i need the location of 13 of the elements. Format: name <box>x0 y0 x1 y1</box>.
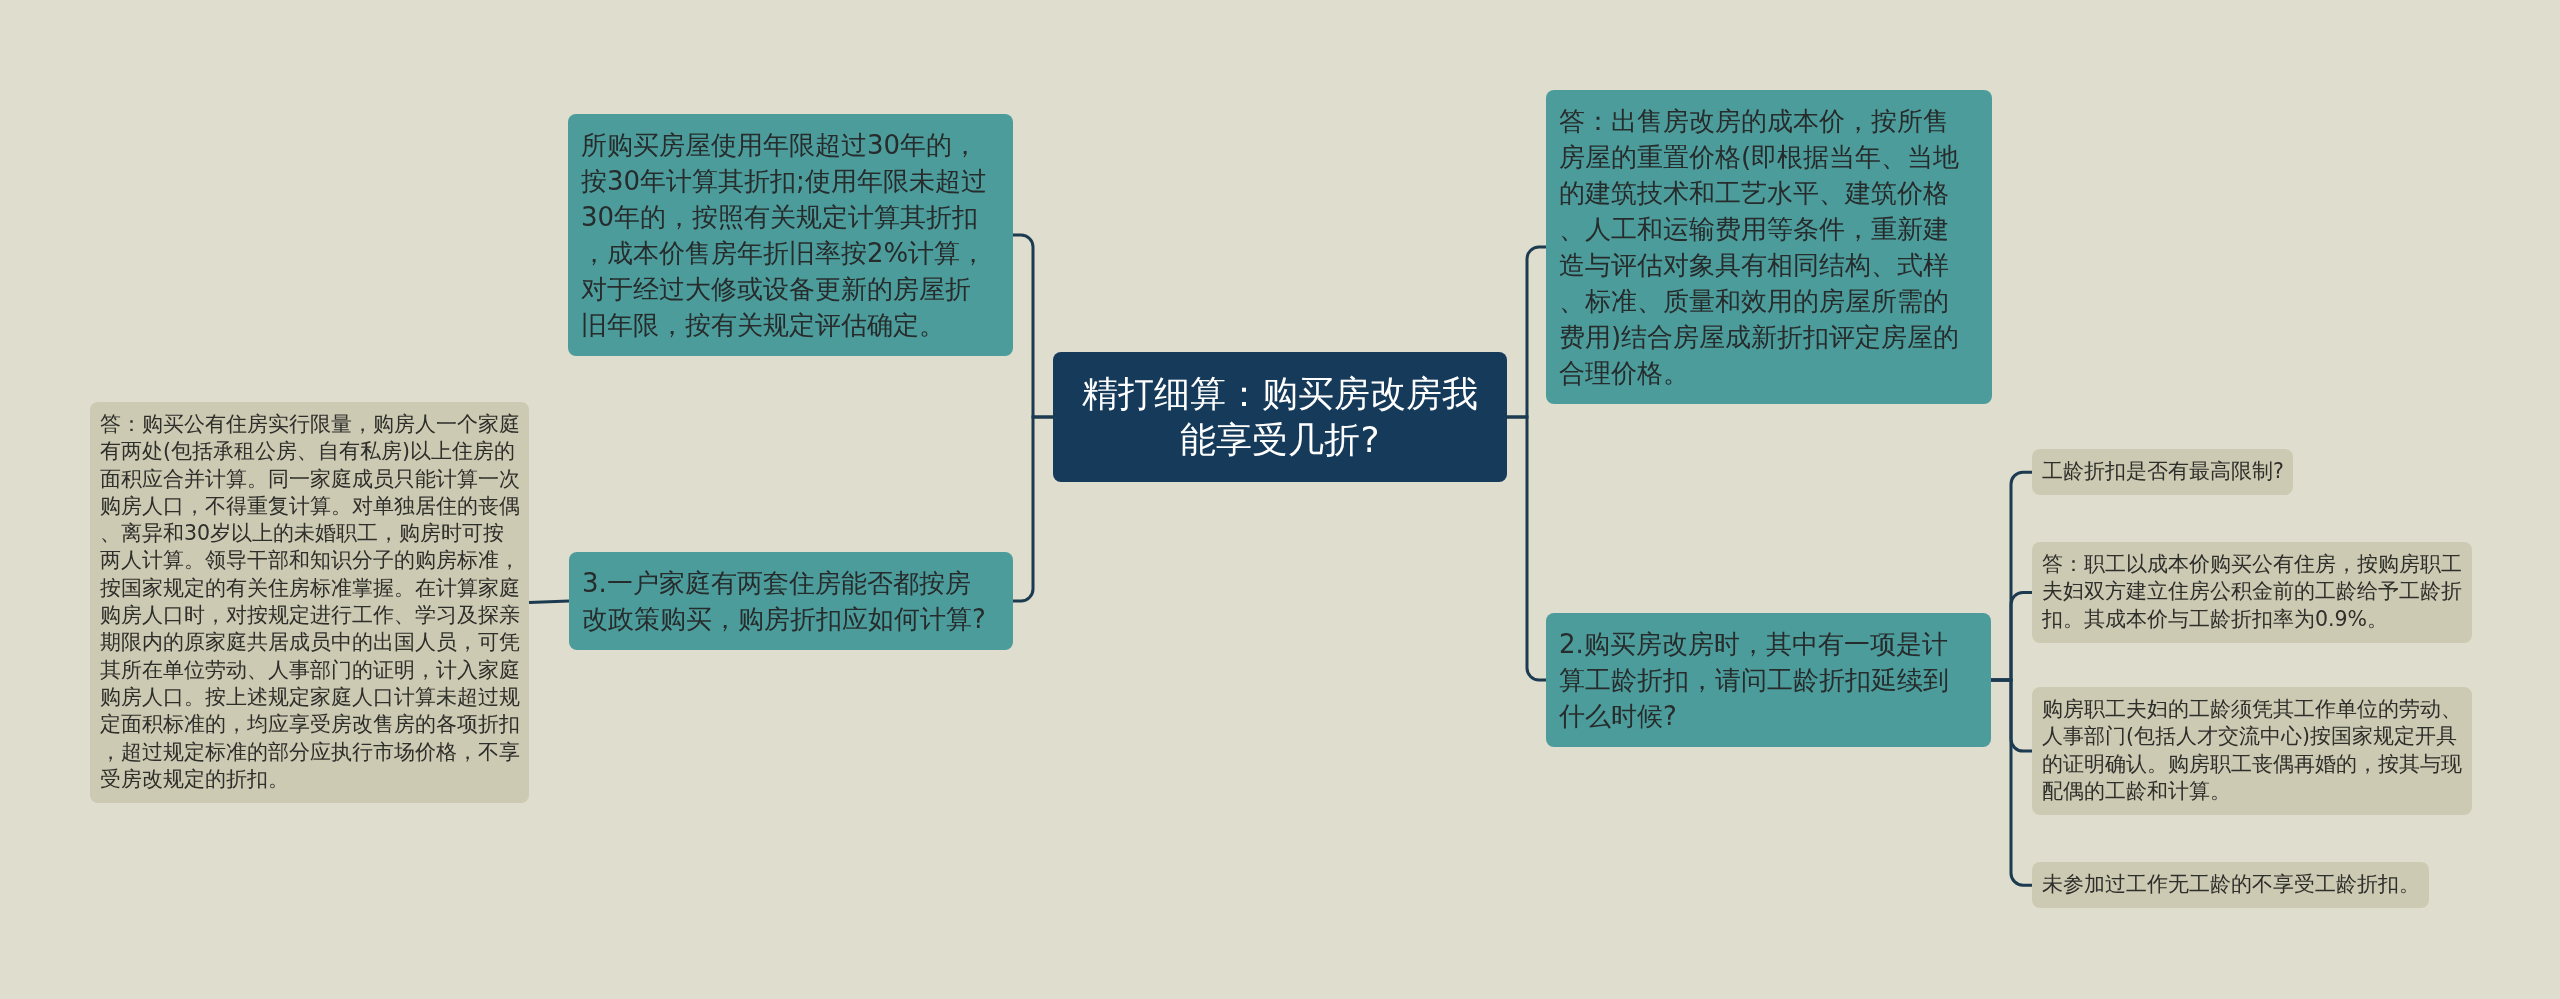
branch-node: 所购买房屋使用年限超过30年的，按30年计算其折扣;使用年限未超过30年的，按照有关规定计算其折扣，成本价售房年折旧率按2%计算，对于经过大修或设备更新的房屋折旧年限，按有关规定评估确定。 <box>568 114 1013 356</box>
leaf-note: 未参加过工作无工龄的不享受工龄折扣。 <box>2032 862 2429 909</box>
branch-node: 3.一户家庭有两套住房能否都按房改政策购买，购房折扣应如何计算? <box>569 552 1013 650</box>
leaf-note: 答：购买公有住房实行限量，购房人一个家庭有两处(包括承租公房、自有私房)以上住房的面积应合并计算。同一家庭成员只能计算一次购房人口，不得重复计算。对单独居住的丧偶、离异和30岁以上的未婚职工，购房时可按两人计算。领导干部和知识分子的购房标准，按国家规定的有关住房标准掌握。在计算家庭购房人口时，对按规定进行工作、学习及探亲期限内的原家庭共居成员中的出国人员，可凭其所在单位劳动、人事部门的证明，计入家庭购房人口。按上述规定家庭人口计算未超过规定面积标准的，均应享受房改售房的各项折扣，超过规定标准的部分应执行市场价格，不享受房改规定的折扣。 <box>90 402 529 804</box>
connector-line <box>1991 678 2032 887</box>
leaf-note: 答：职工以成本价购买公有住房，按购房职工夫妇双方建立住房公积金前的工龄给予工龄折扣。其成本价与工龄折扣率为0.9%。 <box>2032 542 2472 643</box>
branch-node: 2.购买房改房时，其中有一项是计算工龄折扣，请问工龄折扣延续到什么时候? <box>1546 613 1991 747</box>
leaf-note: 购房职工夫妇的工龄须凭其工作单位的劳动、人事部门(包括人才交流中心)按国家规定开具的证明确认。购房职工丧偶再婚的，按其与现配偶的工龄和计算。 <box>2032 687 2472 816</box>
connector-line <box>528 599 570 605</box>
leaf-note: 工龄折扣是否有最高限制? <box>2032 449 2293 496</box>
connector-line <box>1013 415 1053 603</box>
branch-node: 答：出售房改房的成本价，按所售房屋的重置价格(即根据当年、当地的建筑技术和工艺水平、建筑价格、人工和运输费用等条件，重新建造与评估对象具有相同结构、式样、标准、质量和效用的房屋所需的费用)结合房屋成新折扣评定房屋的合理价格。 <box>1546 90 1992 404</box>
central-topic: 精打细算：购买房改房我能享受几折? <box>1053 352 1507 482</box>
